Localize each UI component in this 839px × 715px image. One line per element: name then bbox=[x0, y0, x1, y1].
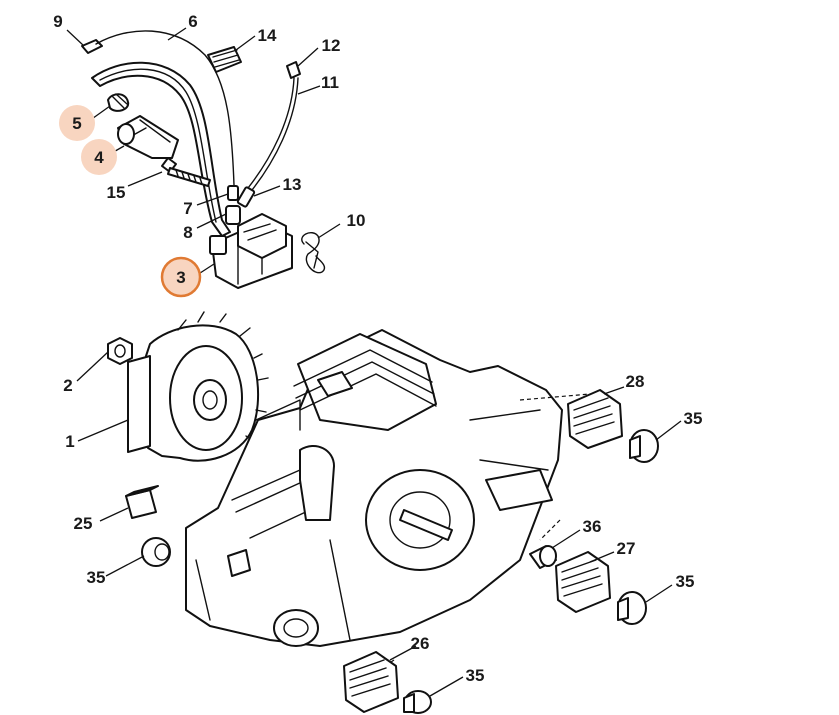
svg-text:35: 35 bbox=[684, 409, 703, 428]
callout-26[interactable]: 26 bbox=[411, 634, 430, 653]
svg-text:27: 27 bbox=[617, 539, 636, 558]
callout-3-badge bbox=[160, 256, 202, 298]
callout-35-right[interactable]: 35 bbox=[676, 572, 695, 591]
part-1-flywheel[interactable] bbox=[127, 311, 269, 462]
part-9-terminal[interactable] bbox=[81, 30, 235, 186]
svg-text:2: 2 bbox=[63, 376, 72, 395]
callout-12[interactable]: 12 bbox=[322, 36, 341, 55]
part-7-lead-end[interactable] bbox=[227, 185, 239, 201]
svg-text:11: 11 bbox=[321, 73, 339, 92]
callout-6[interactable]: 6 bbox=[188, 12, 197, 31]
part-28-annular-buffer[interactable] bbox=[567, 389, 623, 449]
callout-35-bottom[interactable]: 35 bbox=[466, 666, 485, 685]
callout-9[interactable]: 9 bbox=[53, 12, 62, 31]
part-12-terminal[interactable] bbox=[286, 61, 301, 79]
callout-13[interactable]: 13 bbox=[283, 175, 302, 194]
callout-5-highlight[interactable]: 5 bbox=[59, 105, 95, 141]
callout-28[interactable]: 28 bbox=[626, 372, 645, 391]
svg-text:12: 12 bbox=[322, 36, 341, 55]
part-5-spring[interactable] bbox=[107, 93, 130, 112]
callout-10[interactable]: 10 bbox=[347, 211, 366, 230]
engine-housing bbox=[185, 329, 563, 647]
part-35-plug-b[interactable] bbox=[141, 537, 171, 567]
part-35-plug-a[interactable] bbox=[629, 429, 659, 463]
part-27-annular-buffer[interactable] bbox=[555, 551, 611, 613]
callout-35-left[interactable]: 35 bbox=[87, 568, 106, 587]
svg-text:35: 35 bbox=[466, 666, 485, 685]
svg-text:35: 35 bbox=[87, 568, 106, 587]
callout-36[interactable]: 36 bbox=[583, 517, 602, 536]
svg-text:10: 10 bbox=[347, 211, 366, 230]
svg-text:4: 4 bbox=[94, 148, 104, 167]
callout-27[interactable]: 27 bbox=[617, 539, 636, 558]
part-36-sleeve[interactable] bbox=[529, 545, 557, 569]
svg-text:14: 14 bbox=[258, 26, 277, 45]
callout-7[interactable]: 7 bbox=[183, 199, 192, 218]
svg-text:36: 36 bbox=[583, 517, 602, 536]
callout-8[interactable]: 8 bbox=[183, 223, 192, 242]
svg-text:28: 28 bbox=[626, 372, 645, 391]
part-3-ignition-module[interactable] bbox=[209, 213, 293, 289]
part-35-plug-c[interactable] bbox=[617, 591, 647, 625]
svg-text:35: 35 bbox=[676, 572, 695, 591]
part-26-annular-buffer[interactable] bbox=[343, 651, 399, 713]
callout-4-badge bbox=[81, 139, 117, 175]
svg-text:3: 3 bbox=[176, 268, 185, 287]
svg-text:5: 5 bbox=[72, 114, 81, 133]
svg-text:6: 6 bbox=[188, 12, 197, 31]
svg-text:9: 9 bbox=[53, 12, 62, 31]
part-8-terminal-sleeve[interactable] bbox=[225, 205, 241, 225]
callout-11[interactable]: 11 bbox=[321, 73, 339, 92]
part-2-nut[interactable] bbox=[107, 337, 133, 365]
callout-25[interactable]: 25 bbox=[74, 514, 93, 533]
svg-text:25: 25 bbox=[74, 514, 93, 533]
svg-text:13: 13 bbox=[283, 175, 302, 194]
part-11-short-lead[interactable] bbox=[247, 77, 299, 191]
callout-35-top-right[interactable]: 35 bbox=[684, 409, 703, 428]
callout-15[interactable]: 15 bbox=[107, 183, 126, 202]
svg-text:7: 7 bbox=[183, 199, 192, 218]
part-25-block[interactable] bbox=[125, 485, 159, 519]
part-14-clip[interactable] bbox=[207, 46, 242, 73]
callout-4-highlight[interactable]: 4 bbox=[81, 139, 117, 175]
callout-14[interactable]: 14 bbox=[258, 26, 277, 45]
callout-3-selected[interactable]: 3 bbox=[160, 256, 202, 298]
callout-5-badge bbox=[59, 105, 95, 141]
svg-text:8: 8 bbox=[183, 223, 192, 242]
part-15-screw[interactable] bbox=[161, 157, 211, 187]
svg-text:15: 15 bbox=[107, 183, 126, 202]
part-35-plug-d[interactable] bbox=[403, 690, 432, 714]
part-13-connector[interactable] bbox=[236, 186, 256, 208]
callout-1[interactable]: 1 bbox=[65, 432, 74, 451]
callout-2[interactable]: 2 bbox=[63, 376, 72, 395]
part-4-spark-plug-boot[interactable] bbox=[117, 115, 179, 159]
svg-text:26: 26 bbox=[411, 634, 430, 653]
part-6-ignition-lead[interactable] bbox=[91, 61, 231, 237]
svg-text:1: 1 bbox=[65, 432, 74, 451]
part-10-spring-clip[interactable] bbox=[301, 232, 326, 274]
